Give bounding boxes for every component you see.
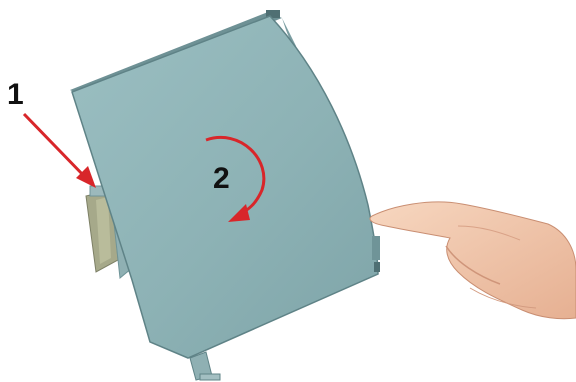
callout-label-2: 2 — [213, 164, 230, 194]
callout-label-1: 1 — [7, 80, 24, 110]
bottom-latch — [190, 352, 220, 380]
hand-illustration — [370, 202, 576, 319]
